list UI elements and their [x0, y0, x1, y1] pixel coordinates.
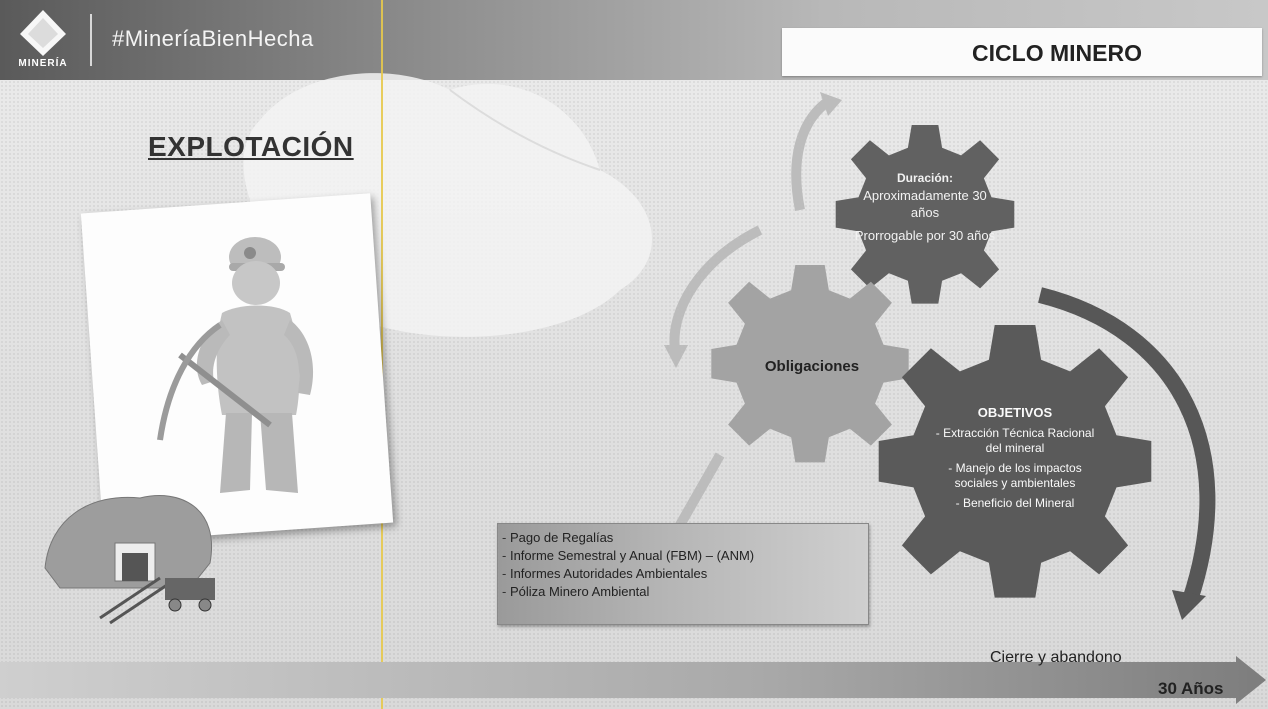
ministry-logo-icon [20, 10, 66, 56]
obligation-item: Informe Semestral y Anual (FBM) – (ANM) [510, 547, 868, 565]
cycle-arrow-top [791, 95, 833, 211]
title-box: CICLO MINERO [782, 28, 1262, 76]
objective-item: - Beneficio del Mineral [955, 496, 1075, 510]
cycle-arrow-left-head [664, 345, 688, 368]
obligations-list-box: Pago de Regalías Informe Semestral y Anu… [497, 523, 869, 625]
header-bar: MINERÍA #MineríaBienHecha CICLO MINERO [0, 0, 1268, 80]
section-title: EXPLOTACIÓN [148, 131, 354, 162]
duration-line-1: Aproximadamente 30 años [863, 188, 987, 220]
duration-line-2: Prorrogable por 30 años [854, 228, 996, 243]
timeline-label: Cierre y abandono [990, 649, 1122, 666]
gear-duration-text: Duración: Aproximadamente 30 años Prorro… [850, 170, 1000, 244]
header-divider [90, 14, 92, 66]
gear-obligations-label: Obligaciones [764, 358, 860, 375]
obligation-item: Pago de Regalías [510, 529, 868, 547]
cycle-arrow-top-head [820, 92, 842, 116]
cycle-arrow-left [669, 225, 763, 351]
obligation-item: Informes Autoridades Ambientales [510, 565, 868, 583]
objective-item: - Extracción Técnica Racional del minera… [935, 426, 1095, 455]
timeline-duration: 30 Años [1158, 679, 1224, 698]
objectives-heading: OBJETIVOS [977, 405, 1053, 420]
timeline-arrow [0, 656, 1266, 704]
obligation-item: Póliza Minero Ambiental [510, 583, 868, 601]
cycle-arrow-big-head [1172, 590, 1206, 620]
page-title: CICLO MINERO [972, 40, 1142, 66]
hashtag-text: #MineríaBienHecha [112, 26, 314, 51]
gear-objectives-text: OBJETIVOS - Extracción Técnica Racional … [930, 405, 1100, 516]
miner-figure-icon [157, 237, 314, 493]
duration-heading: Duración: [896, 171, 953, 185]
mine-entrance-icon [44, 495, 215, 625]
logo-text: MINERÍA [18, 58, 68, 69]
cycle-arrow-big [1038, 287, 1216, 603]
objective-item: - Manejo de los impactos sociales y ambi… [948, 461, 1082, 490]
vertical-guide-line [381, 0, 383, 709]
